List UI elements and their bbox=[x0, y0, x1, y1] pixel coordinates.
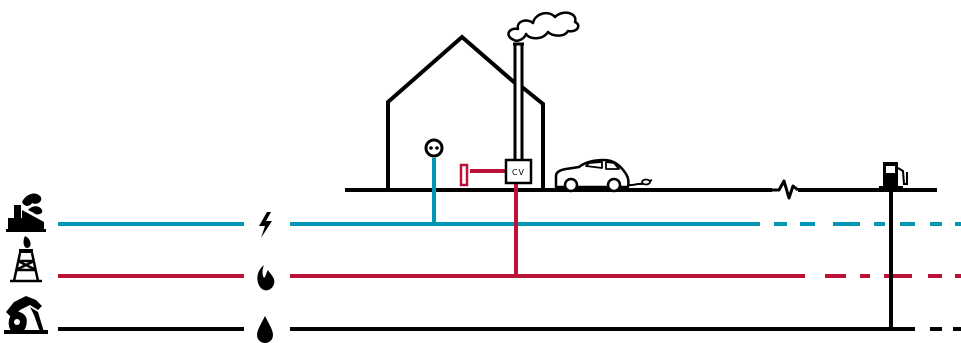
oil-line bbox=[58, 188, 961, 331]
house-outer-wall bbox=[386, 34, 517, 190]
power-socket-icon bbox=[424, 138, 444, 158]
lightning-bolt-icon bbox=[259, 212, 272, 238]
fuel-pump-icon bbox=[879, 162, 908, 190]
smoke-cloud-icon bbox=[507, 11, 580, 42]
boiler-label: CV bbox=[512, 168, 525, 177]
electricity-line bbox=[58, 158, 961, 226]
flame-icon bbox=[257, 265, 275, 291]
car-icon bbox=[554, 158, 653, 193]
ground-line bbox=[345, 179, 937, 200]
factory-with-smoke-icon bbox=[6, 193, 46, 232]
oil-pumpjack-icon bbox=[4, 296, 48, 334]
gas-line bbox=[58, 169, 961, 278]
radiator-icon bbox=[459, 163, 469, 187]
house bbox=[386, 34, 545, 190]
house-inner-wall bbox=[520, 85, 545, 190]
oil-drop-icon bbox=[257, 316, 273, 343]
chimney bbox=[513, 42, 524, 160]
boiler: CV bbox=[504, 158, 533, 185]
gas-derrick-with-flame-icon bbox=[10, 236, 42, 283]
